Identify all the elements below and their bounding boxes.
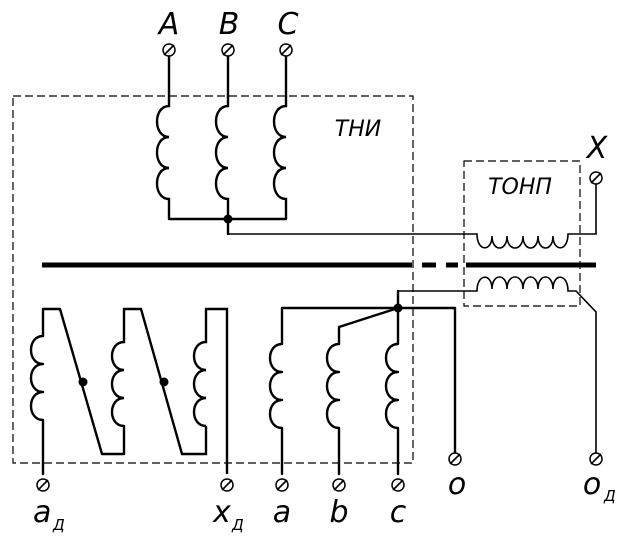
label-x-d-sub: Д (231, 516, 244, 534)
tonp-secondary-winding (398, 276, 597, 454)
secondary-winding-c (384, 289, 400, 476)
terminal-c (391, 478, 405, 492)
primary-winding-b (214, 54, 230, 219)
terminal-o (448, 452, 462, 466)
primary-star-connection (167, 214, 288, 236)
label-o-d-sub: Д (603, 487, 616, 505)
terminal-C (279, 43, 293, 57)
terminal-a-d (36, 478, 50, 492)
label-B: B (219, 7, 240, 42)
additional-winding-2 (110, 307, 208, 456)
primary-winding-a (155, 54, 171, 219)
label-x-d: x (212, 495, 231, 530)
terminal-a (275, 478, 289, 492)
label-C: C (278, 7, 299, 42)
label-b: b (329, 495, 348, 530)
label-X: X (585, 131, 609, 166)
secondary-winding-b (325, 306, 400, 476)
terminal-b (332, 478, 346, 492)
terminal-x-d (220, 478, 234, 492)
terminal-B (221, 43, 235, 57)
terminal-A (162, 43, 176, 57)
tni-enclosure (12, 95, 414, 464)
label-tni: ТНИ (335, 117, 381, 142)
terminal-X (589, 171, 603, 185)
junction-dot-2 (159, 377, 169, 387)
label-a-d: a (33, 495, 51, 530)
label-a: a (273, 495, 291, 530)
tonp-primary-winding (228, 184, 597, 249)
label-a-d-sub: Д (52, 516, 65, 534)
label-o: o (448, 467, 466, 502)
label-A: A (157, 7, 180, 42)
label-c: c (390, 495, 407, 530)
primary-winding-c (272, 54, 288, 219)
secondary-winding-a (268, 306, 400, 476)
secondary-star-dot (393, 303, 403, 313)
additional-winding-1 (29, 307, 126, 476)
label-tonp: ТОНП (488, 175, 552, 200)
label-o-d: o (583, 467, 601, 502)
junction-dot-1 (78, 377, 88, 387)
additional-winding-3 (192, 307, 229, 474)
neutral-o-lead (396, 306, 457, 456)
terminal-o-d (589, 452, 603, 466)
